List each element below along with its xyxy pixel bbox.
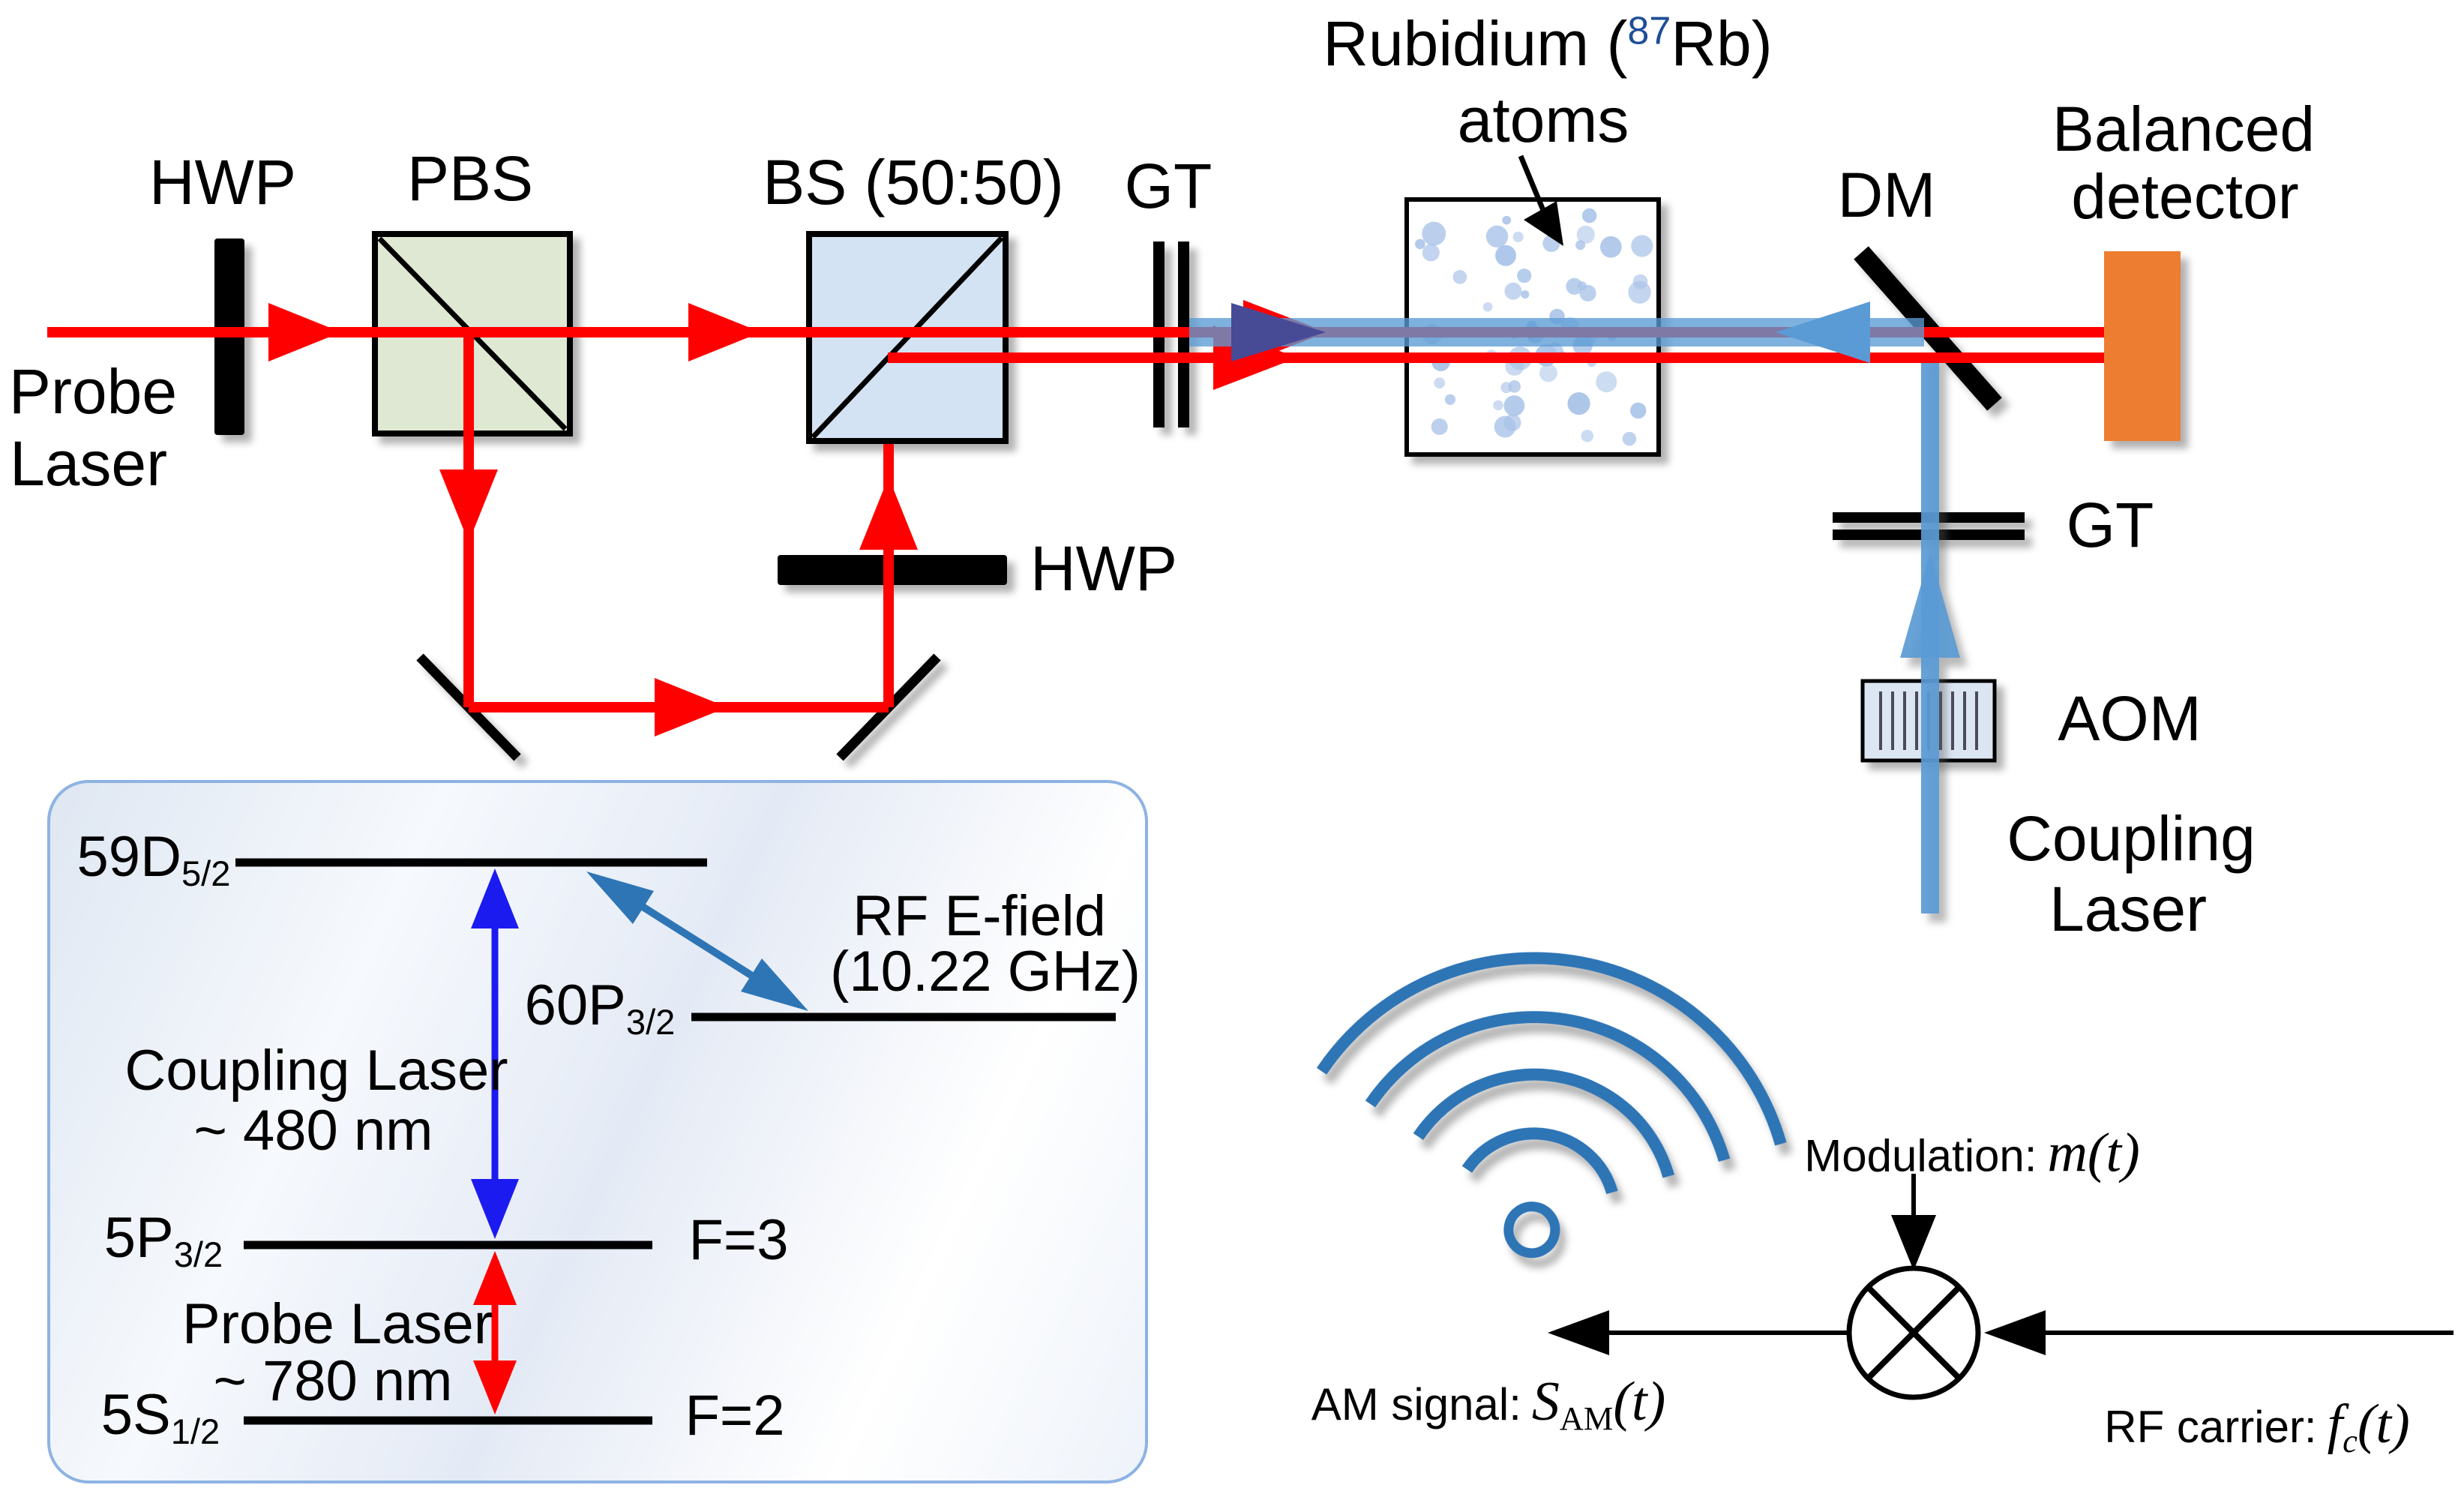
coupling-transition-label-1: Coupling Laser: [124, 1039, 508, 1103]
probe-transition-label-2: ~ 780 nm: [213, 1349, 453, 1414]
f3-label: F=3: [688, 1208, 789, 1273]
f2-label: F=2: [685, 1384, 785, 1448]
probe-transition-arrow: [473, 1251, 517, 1414]
level-59d-label: 59D5/2: [76, 824, 231, 894]
coupling-transition-arrow: [471, 868, 519, 1239]
dm-label: DM: [1837, 159, 1936, 230]
probe-laser-label-1: Probe: [8, 356, 178, 427]
cell-pointer-arrow: [1518, 154, 1563, 246]
level-5p-label: 5P3/2: [103, 1205, 223, 1275]
modulation-label: Modulation:m(t): [1804, 1122, 2140, 1184]
pbs-label: PBS: [406, 142, 534, 214]
probe-transition-label-1: Probe Laser: [181, 1292, 493, 1357]
hwp1-label: HWP: [149, 146, 296, 218]
coupling-beam-vertical: [1900, 352, 1960, 914]
coupling-laser-label-1: Coupling: [2007, 802, 2256, 874]
gt-right-label: GT: [2066, 489, 2154, 560]
rf-efield-label-2: (10.22 GHz): [830, 940, 1141, 1004]
atoms-label: atoms: [1457, 84, 1629, 155]
rubidium-label: Rubidium (87Rb): [1323, 8, 1773, 79]
aom-label: AOM: [2058, 682, 2202, 754]
probe-beam-paths: [47, 327, 2104, 712]
rf-emission-wifi-icon: [1316, 952, 1787, 1258]
coupling-laser-label-2: Laser: [2049, 873, 2208, 944]
balanced-detector-label-2: detector: [2071, 160, 2299, 232]
bs-label: BS (50:50): [763, 146, 1064, 218]
rf-transition-arrow: [586, 872, 808, 1011]
energy-level-lines: [235, 858, 1116, 1425]
probe-laser-label-2: Laser: [9, 428, 168, 499]
level-5s-label: 5S1/2: [100, 1382, 220, 1452]
coupling-transition-label-2: ~ 480 nm: [193, 1099, 433, 1163]
coupling-beam-horizontal: [1189, 302, 1924, 363]
balanced-detector-body: [2104, 251, 2181, 441]
balanced-detector-label-1: Balanced: [2052, 93, 2316, 164]
rf-efield-label-1: RF E-field: [853, 884, 1106, 949]
gt-left-label: GT: [1124, 150, 1213, 221]
am-signal-label: AM signal:SAM(t): [1311, 1370, 1666, 1438]
modulation-input-arrow: [1891, 1174, 1936, 1270]
energy-level-inset-box: [47, 780, 1148, 1484]
rf-carrier-input-arrow: [1984, 1310, 2454, 1355]
rf-carrier-label: RF carrier:fc(t): [2104, 1393, 2410, 1460]
hwp2-label: HWP: [1030, 532, 1177, 604]
level-60p-label: 60P3/2: [524, 973, 676, 1042]
mixer-multiply-icon: [1846, 1265, 1981, 1400]
am-output-arrow: [1548, 1310, 1849, 1355]
